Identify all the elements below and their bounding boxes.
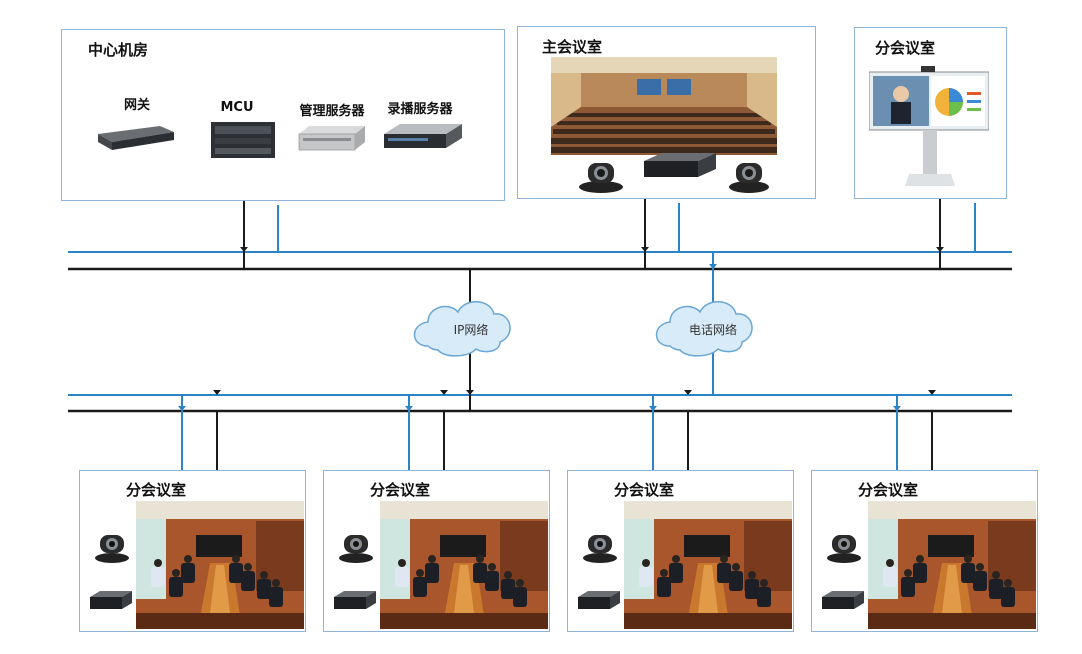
ip-network-label: IP网络: [453, 323, 489, 337]
video-terminal-photo: [869, 66, 989, 186]
junction-marks: [213, 247, 944, 395]
management-server-label: 管理服务器: [299, 104, 365, 119]
mcu-device-icon: [211, 122, 275, 158]
ptz-camera-icon-2: [729, 163, 769, 193]
recording-server-label: 录播服务器: [387, 102, 453, 117]
branch-top-title: 分会议室: [875, 39, 936, 57]
branch-room-1-codec-icon: [90, 591, 132, 609]
branch-room-3: 分会议室: [567, 470, 794, 632]
management-server-icon: [298, 126, 365, 151]
branch-room-2: 分会议室: [323, 470, 550, 632]
gateway-device-icon: [98, 126, 174, 150]
phone-network-cloud: [655, 301, 753, 357]
branch-room-4-camera-icon: [827, 535, 861, 563]
branch-room-2-camera-icon: [339, 535, 373, 563]
center-room-title: 中心机房: [88, 41, 149, 59]
branch-room-2-codec-icon: [334, 591, 376, 609]
codec-box-icon: [644, 153, 716, 177]
ip-network-cloud: [413, 301, 511, 357]
branch-room-1-meeting-photo: [136, 501, 304, 629]
branch-room-4-codec-icon: [822, 591, 864, 609]
branch-room-3-camera-icon: [583, 535, 617, 563]
branch-room-1-camera-icon: [95, 535, 129, 563]
auditorium-photo: [551, 57, 777, 155]
branch-room-3-title: 分会议室: [614, 481, 675, 499]
main-room-box: 主会议室: [517, 26, 816, 199]
branch-room-1-title: 分会议室: [126, 481, 187, 499]
main-room-title: 主会议室: [542, 38, 603, 56]
branch-room-1: 分会议室: [79, 470, 306, 632]
branch-room-4-meeting-photo: [868, 501, 1036, 629]
branch-room-4: 分会议室: [811, 470, 1038, 632]
center-room-box: 中心机房 网关 MCU 管理服务器 录播服务器: [61, 29, 505, 201]
branch-room-2-title: 分会议室: [370, 481, 431, 499]
mcu-label: MCU: [220, 100, 254, 115]
phone-network-label: 电话网络: [688, 323, 737, 337]
ptz-camera-icon: [579, 163, 623, 193]
branch-room-3-meeting-photo: [624, 501, 792, 629]
recording-server-icon: [384, 124, 462, 148]
branch-top-box: 分会议室: [854, 27, 1007, 199]
branch-room-3-codec-icon: [578, 591, 620, 609]
branch-room-2-meeting-photo: [380, 501, 548, 629]
gateway-label: 网关: [123, 98, 150, 113]
branch-room-4-title: 分会议室: [858, 481, 919, 499]
